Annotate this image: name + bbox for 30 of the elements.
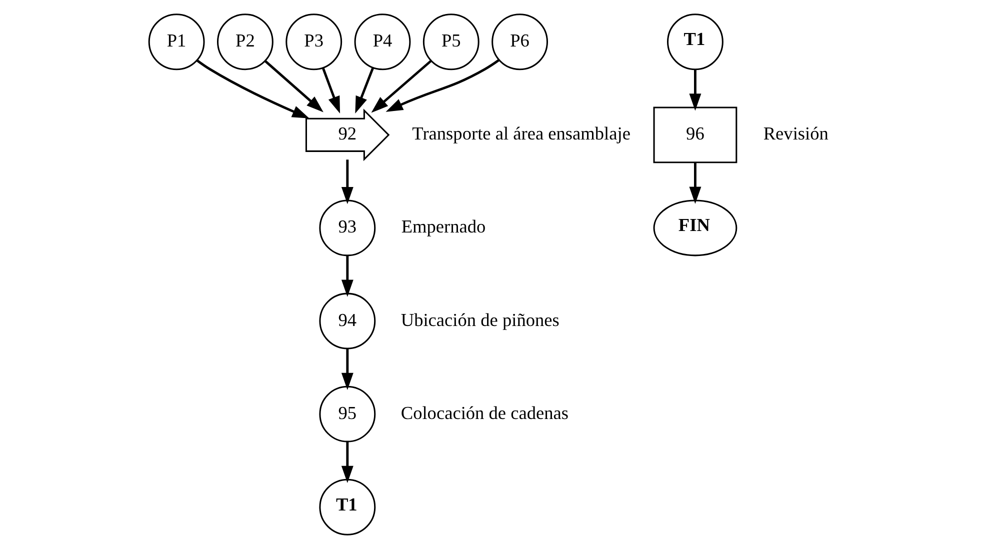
node-label: Empernado xyxy=(400,216,486,237)
node-circle: P4 xyxy=(354,14,410,70)
arrow xyxy=(340,160,353,204)
node-ellipse: FIN xyxy=(652,200,737,256)
arrow xyxy=(340,442,353,484)
node-circle: 95 xyxy=(318,386,376,442)
node-circle: P6 xyxy=(491,14,548,70)
arrow xyxy=(196,60,309,118)
arrow xyxy=(340,256,353,297)
arrow xyxy=(385,59,500,112)
node-circle: P5 xyxy=(422,14,479,70)
node-circle: T1 xyxy=(666,14,723,70)
node-circle: P3 xyxy=(285,14,342,70)
node-label: Revisión xyxy=(762,124,828,144)
node-label: Ubicación de piñones xyxy=(400,310,559,330)
arrow xyxy=(354,68,374,114)
node-circle: T1 xyxy=(318,478,376,536)
node-box: 96 xyxy=(652,106,737,164)
arrow xyxy=(340,348,353,390)
arrow xyxy=(370,60,432,113)
node-circle: P1 xyxy=(148,14,204,70)
node-circle: 93 xyxy=(318,200,376,256)
node-label: Transporte al área ensamblaje xyxy=(412,124,630,144)
arrow xyxy=(688,162,701,204)
node-circle: 94 xyxy=(318,292,376,350)
arrow xyxy=(264,60,323,112)
node-circle: P2 xyxy=(216,14,273,70)
arrow xyxy=(688,69,701,111)
node-label: Colocación de cadenas xyxy=(400,402,568,423)
arrow xyxy=(321,68,340,114)
